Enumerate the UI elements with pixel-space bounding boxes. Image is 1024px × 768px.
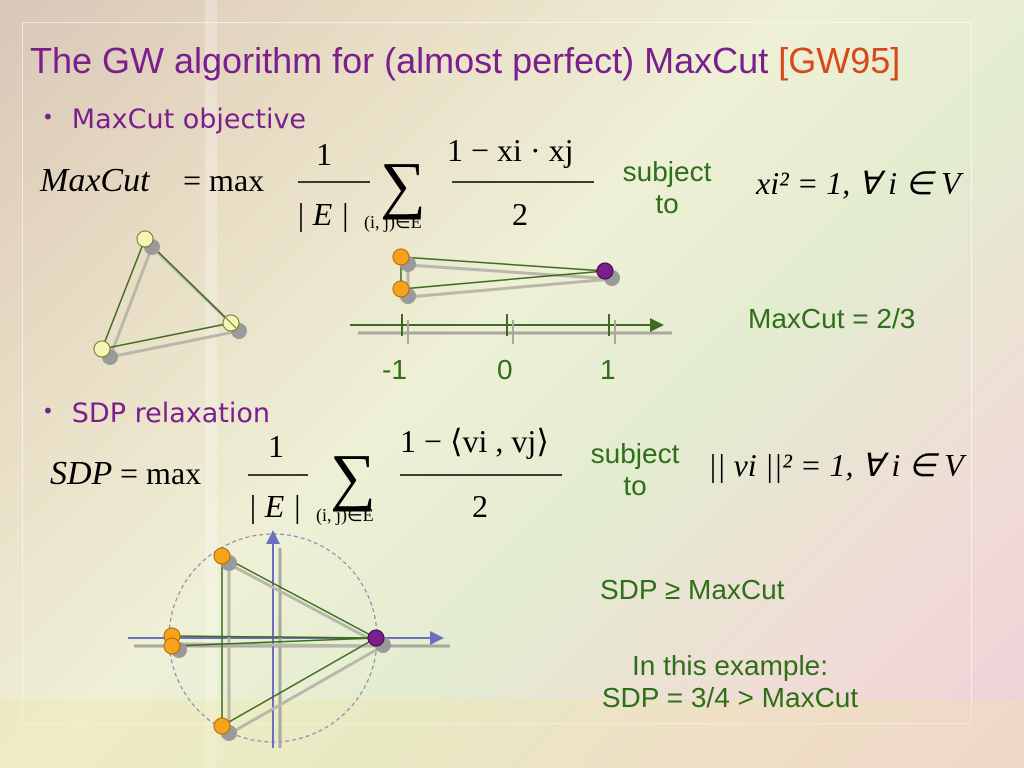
slide-title: The GW algorithm for (almost perfect) Ma… xyxy=(30,40,900,82)
example-line-2: SDP = 3/4 > MaxCut xyxy=(601,682,859,713)
maxcut-numerator: 1 − xi · xj xyxy=(447,132,574,168)
bullet-dot-icon: • xyxy=(42,105,54,129)
sdp-frac-one: 1 xyxy=(268,428,284,464)
axis-label-neg1: -1 xyxy=(382,354,407,385)
maxcut-denominator: 2 xyxy=(512,196,528,232)
subject-label: subject xyxy=(622,156,712,187)
slide-title-text: The GW algorithm for (almost perfect) Ma… xyxy=(30,40,769,81)
maxcut-lhs: MaxCut xyxy=(40,162,150,199)
bullet-maxcut-label: MaxCut objective xyxy=(71,104,307,135)
sdp-equals-max: = max xyxy=(120,455,202,491)
maxcut-equals-max: = max xyxy=(183,162,265,198)
bullet-maxcut-objective: • MaxCut objective xyxy=(42,104,306,135)
sdp-sum-subscript: (i, j)∈E xyxy=(316,505,374,525)
maxcut-subject-to: subject to xyxy=(614,156,720,220)
sdp-numerator: 1 − ⟨vi , vj⟩ xyxy=(400,423,549,459)
sdp-ge-maxcut: SDP ≥ MaxCut xyxy=(600,574,785,605)
maxcut-sum-subscript: (i, j)∈E xyxy=(364,212,422,232)
maxcut-frac-E: | E | xyxy=(296,196,350,232)
to-label: to xyxy=(655,188,679,219)
maxcut-value: MaxCut = 2/3 xyxy=(748,303,916,334)
bullet-dot-icon: • xyxy=(42,399,54,423)
sdp-denominator: 2 xyxy=(472,488,488,524)
to-label: to xyxy=(623,470,647,501)
sdp-frac-E: | E | xyxy=(248,488,302,524)
example-line-1: In this example: xyxy=(631,650,829,681)
sdp-subject-to: subject to xyxy=(580,438,690,502)
axis-label-1: 1 xyxy=(600,354,616,385)
slide-title-reference: [GW95] xyxy=(778,40,901,81)
bullet-sdp-label: SDP relaxation xyxy=(71,398,270,429)
subject-label: subject xyxy=(590,438,680,469)
maxcut-constraint: xi² = 1, ∀ i ∈ V xyxy=(756,165,961,201)
sdp-constraint: || vi ||² = 1, ∀ i ∈ V xyxy=(708,447,964,483)
example-note: In this example: SDP = 3/4 > MaxCut xyxy=(574,650,886,714)
sdp-lhs: SDP xyxy=(50,455,113,492)
axis-label-0: 0 xyxy=(497,354,513,385)
maxcut-frac-one: 1 xyxy=(316,136,332,172)
bullet-sdp-relaxation: • SDP relaxation xyxy=(42,398,270,429)
background-frame xyxy=(22,22,972,724)
